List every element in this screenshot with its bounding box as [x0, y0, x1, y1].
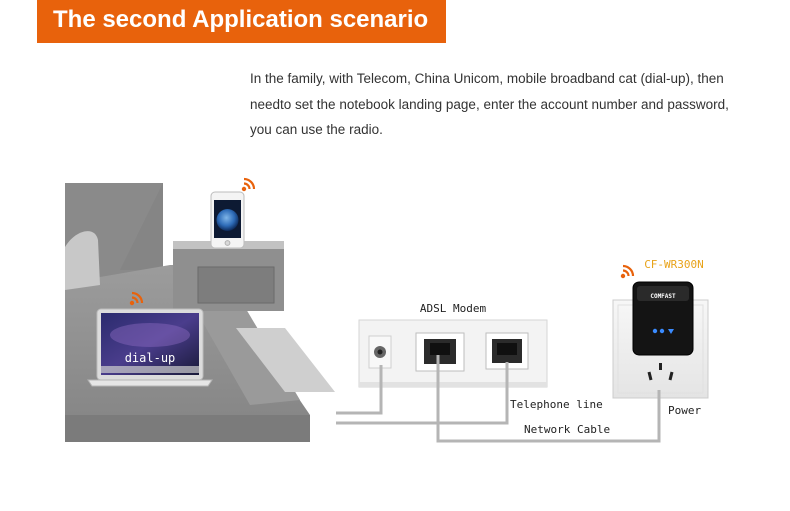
wifi-icon	[129, 291, 144, 306]
network-cable-label: Network Cable	[524, 423, 610, 436]
status-led	[652, 328, 658, 334]
router-brand: COMFAST	[650, 293, 676, 300]
earth-wallpaper	[216, 209, 239, 231]
description-line-3: you can use the radio.	[250, 122, 383, 137]
network-cable	[436, 355, 661, 443]
wps-icon	[668, 329, 674, 334]
wifi-icon	[620, 264, 635, 279]
adsl-modem: ADSL Modem	[358, 302, 548, 388]
router: CF-WR300N COMFAST	[632, 258, 704, 356]
router-model-label: CF-WR300N	[644, 258, 704, 271]
bed-shadow	[236, 328, 335, 392]
power-cable	[336, 365, 383, 415]
description-line-1: In the family, with Telecom, China Unico…	[250, 71, 724, 86]
description-line-2: needto set the notebook landing page, en…	[250, 96, 729, 112]
cables	[336, 355, 661, 443]
status-led	[659, 328, 665, 334]
smartphone	[210, 191, 245, 249]
power-label: Power	[668, 404, 701, 417]
laptop: dial-up	[87, 308, 213, 387]
nightstand	[173, 241, 284, 311]
wifi-icon	[241, 177, 256, 192]
telephone-line-label: Telephone line	[510, 398, 603, 411]
laptop-label: dial-up	[125, 351, 176, 365]
telephone-cable	[336, 362, 509, 425]
page-title: The second Application scenario	[53, 6, 429, 33]
modem-label: ADSL Modem	[420, 302, 487, 315]
pillow	[65, 231, 100, 290]
description-text: In the family, with Telecom, China Unico…	[250, 66, 770, 143]
title-banner: The second Application scenario	[37, 0, 446, 43]
